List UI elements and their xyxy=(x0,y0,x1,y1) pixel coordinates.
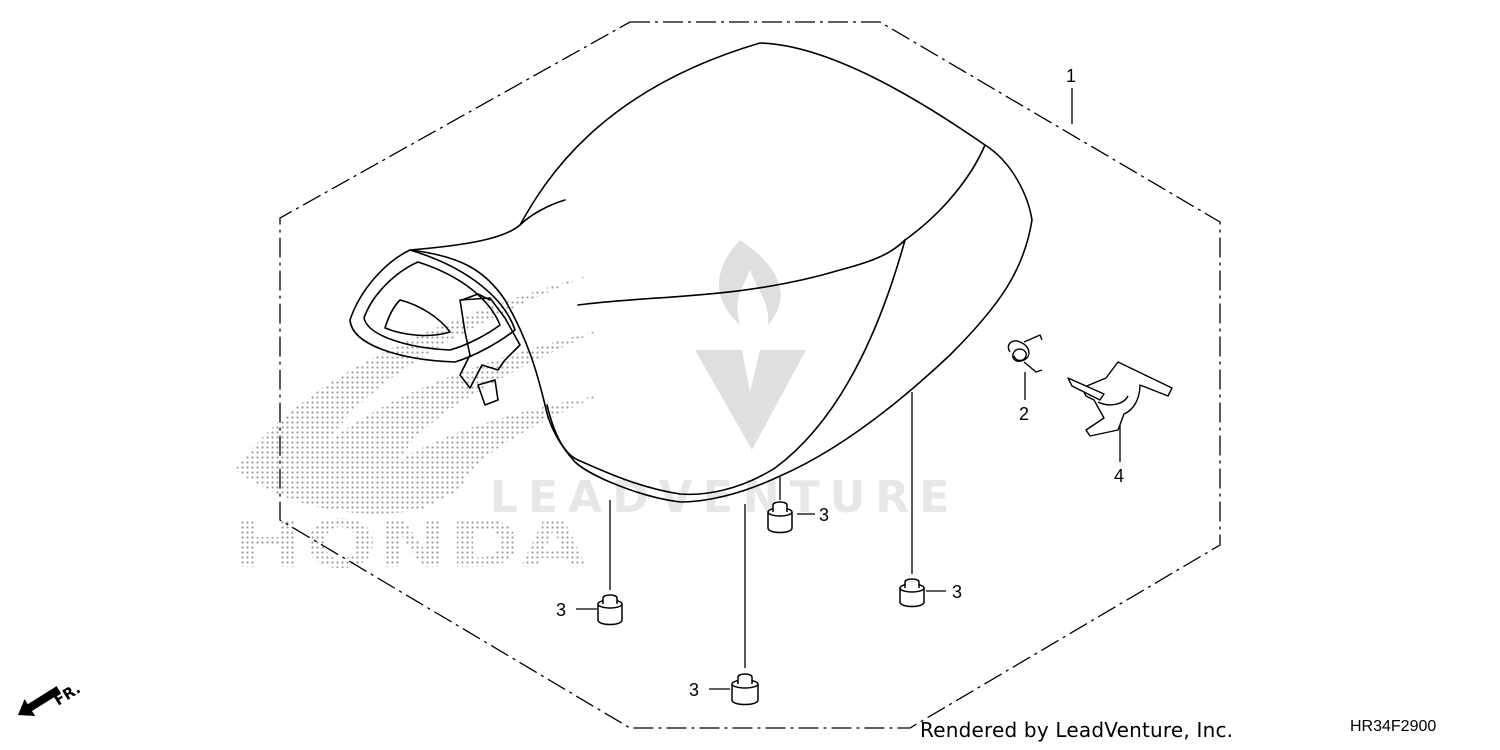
lock-spring xyxy=(1007,334,1043,373)
callout-seat: 1 xyxy=(1066,66,1076,86)
seat-latch xyxy=(1067,361,1173,437)
seat-crease-side xyxy=(577,239,906,306)
callout-cushion: 3 xyxy=(556,600,566,620)
front-direction-arrow-icon xyxy=(18,686,61,717)
diagram-code: HR34F2900 xyxy=(1350,718,1437,735)
seat-cushion xyxy=(767,501,793,534)
callout-latch: 4 xyxy=(1114,466,1124,486)
leadventure-watermark xyxy=(695,240,806,450)
watermark-text: LEADVENTURE xyxy=(490,472,959,523)
callout-cushion: 3 xyxy=(952,582,962,602)
front-direction-label: FR. xyxy=(51,679,84,709)
render-credit: Rendered by LeadVenture, Inc. xyxy=(920,718,1234,742)
seat-outline xyxy=(409,42,1033,503)
seat-left-dip xyxy=(519,199,566,226)
seat-crease-front xyxy=(774,239,906,469)
honda-wing-logo xyxy=(235,275,600,514)
callout-cushion: 3 xyxy=(689,680,699,700)
seat-lock-bracket xyxy=(459,297,521,389)
assembly-boundary xyxy=(279,21,1221,729)
seat-lower-edge xyxy=(546,404,776,496)
callout-cushion: 3 xyxy=(819,505,829,525)
seat-cushion xyxy=(899,578,925,608)
seat-cushion xyxy=(597,594,623,626)
leader-lines xyxy=(576,88,1121,690)
seat-rear-opening xyxy=(349,249,516,363)
seat-cushion xyxy=(731,673,759,706)
honda-wordmark: HONDA xyxy=(232,506,587,583)
callout-spring: 2 xyxy=(1019,404,1029,424)
seat-crease-top xyxy=(904,144,986,241)
seat-assembly xyxy=(349,42,1033,503)
